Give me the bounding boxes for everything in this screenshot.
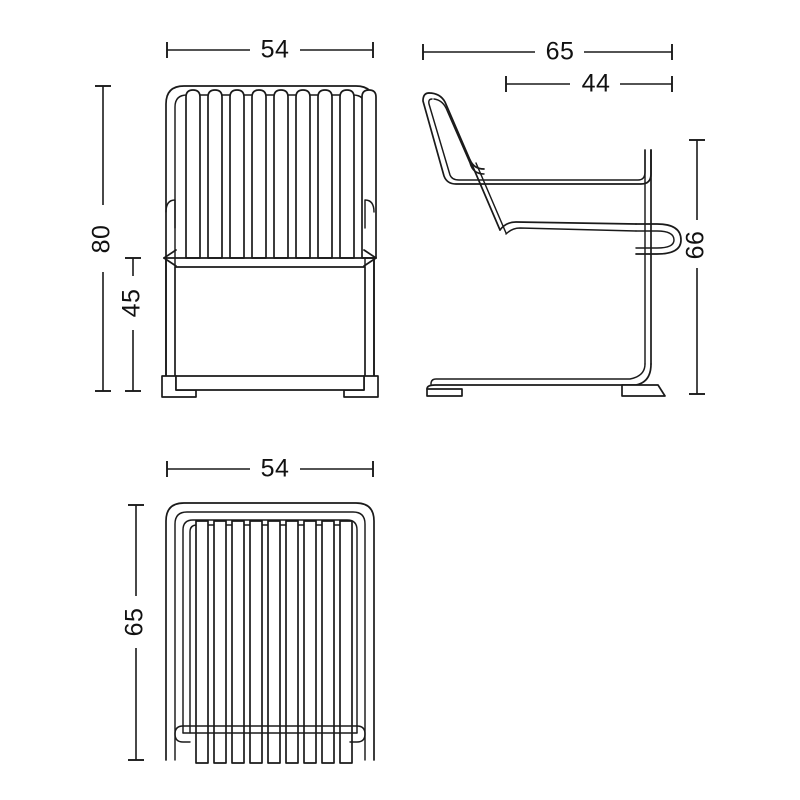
dim-side-seat-depth: 44 [505,70,673,98]
dim-label-front-seat-height: 45 [118,289,146,318]
front-slat [317,89,333,259]
front-back-frame-inner [174,94,366,391]
dim-front-total-height: 80 [88,85,116,392]
front-slat [207,89,223,259]
dim-front-seat-height: 45 [118,257,146,392]
top-view-group: 54 65 [121,455,375,764]
dim-label-top-depth: 65 [121,608,149,637]
top-slat [321,520,335,764]
top-slat [339,520,353,764]
front-seat-rail-right-end [363,249,377,259]
front-slat [339,89,355,259]
side-armrest-front-hook-inner [433,98,485,175]
side-backrest-inner [428,98,646,181]
top-slat [285,520,299,764]
dim-label-side-total-depth: 65 [546,38,575,66]
side-seat-top [499,221,637,231]
dim-top-width: 54 [166,455,374,483]
front-left-arm-tube-end [165,199,176,229]
dim-label-side-seat-depth: 44 [582,70,611,98]
front-slat [251,89,267,259]
top-slat [249,520,263,764]
side-view-group: 65 44 66 [422,38,710,397]
dim-front-width: 54 [166,36,374,64]
dim-label-top-width: 54 [261,455,290,483]
top-outer-frame-inner [174,511,366,761]
side-rear-loop-outer [635,223,682,255]
front-slat [361,89,377,259]
dim-label-front-total-height: 80 [88,225,116,254]
side-seat-bottom [505,227,637,235]
side-rear-loop-inner [635,230,675,249]
top-slat [213,520,227,764]
top-slat [195,520,209,764]
side-backrest-outer [422,92,652,185]
front-bottom-rail [175,375,365,391]
dim-label-front-width: 54 [261,36,290,64]
front-slat [295,89,311,259]
top-rear-rail-right-cap [349,725,366,743]
top-inner-frame [182,519,358,734]
side-base-runner-inner [430,363,646,385]
front-view-group: 54 80 45 [88,36,379,398]
side-armrest-rail [469,159,501,231]
side-front-foot-pad [426,388,463,397]
dim-top-depth: 65 [121,504,149,761]
top-slat [267,520,281,764]
front-slat [229,89,245,259]
front-back-slats [185,89,377,259]
top-rear-rail-left-cap [174,725,191,743]
front-slat [273,89,289,259]
side-armrest-rail-inner [475,162,507,234]
front-seat-rail-left-end [163,249,177,259]
top-slat [231,520,245,764]
dim-side-total-depth: 65 [422,38,673,66]
side-base-runner-top [426,363,652,390]
side-rear-foot-pad [621,384,666,397]
front-slat [185,89,201,259]
dim-side-back-height: 66 [682,139,710,395]
top-outer-frame [165,502,375,761]
top-slat [303,520,317,764]
front-right-arm-tube-end [364,199,375,229]
dim-label-side-back-height: 66 [682,231,710,260]
top-slats [195,520,353,764]
